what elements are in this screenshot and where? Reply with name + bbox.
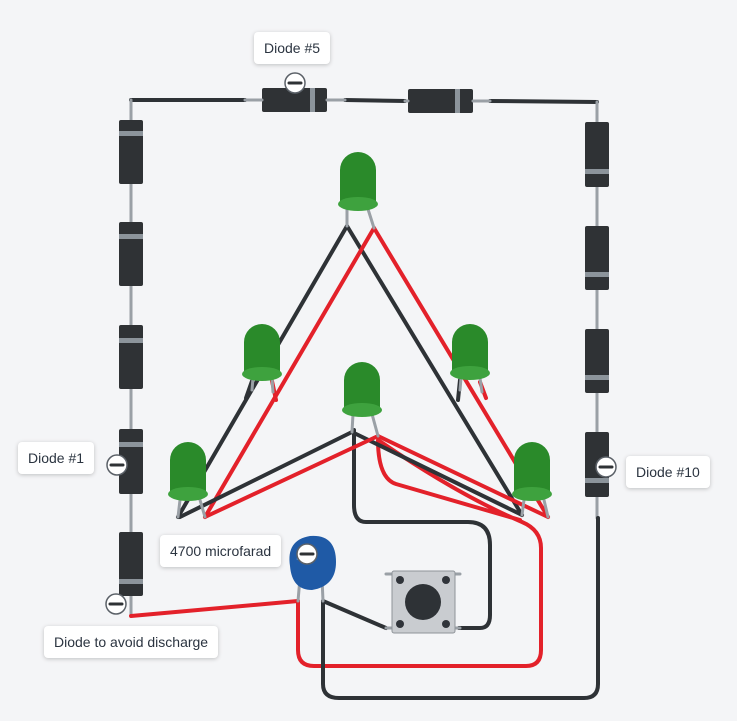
label-diode-5: Diode #5 [254, 32, 331, 64]
led-lower-right[interactable] [512, 442, 552, 519]
diode-1[interactable] [119, 429, 143, 494]
diode-4[interactable] [119, 120, 143, 184]
wire-button-loop[interactable] [352, 428, 492, 630]
led-lower-left[interactable] [168, 442, 208, 519]
led-center[interactable] [342, 362, 382, 438]
wire-red-loop[interactable] [296, 438, 543, 668]
wire-red-center-left[interactable] [203, 434, 380, 519]
minus-circle-icon[interactable] [284, 72, 306, 94]
wire-top-middle[interactable] [343, 98, 407, 103]
wire-black-top-right[interactable] [345, 224, 524, 517]
wire-red-to-capacitor[interactable] [129, 599, 300, 618]
label-diode-10: Diode #10 [626, 456, 710, 488]
diode-7[interactable] [585, 122, 609, 187]
diode-8[interactable] [585, 226, 609, 290]
diode-5[interactable] [243, 88, 347, 112]
minus-circle-icon[interactable] [595, 456, 617, 478]
minus-circle-icon[interactable] [106, 454, 128, 476]
led-upper-right[interactable] [450, 324, 490, 394]
diode-3[interactable] [119, 222, 143, 286]
wire-black-center-left[interactable] [178, 430, 354, 519]
diode-2[interactable] [119, 325, 143, 389]
label-discharge-diode: Diode to avoid discharge [44, 626, 219, 658]
diode-9[interactable] [585, 329, 609, 393]
wire-red-center-right[interactable] [376, 434, 550, 519]
led-top[interactable] [338, 152, 378, 230]
wire-top-right[interactable] [488, 99, 599, 104]
wire-black-return[interactable] [321, 516, 600, 700]
led-upper-left[interactable] [242, 324, 282, 394]
label-capacitor: 4700 microfarad [160, 535, 282, 567]
label-diode-1: Diode #1 [18, 442, 95, 474]
wire-red-top-left[interactable] [203, 226, 376, 519]
minus-circle-icon[interactable] [296, 543, 318, 565]
diode-6[interactable] [403, 89, 492, 113]
push-button[interactable] [384, 570, 462, 634]
minus-circle-icon[interactable] [105, 593, 127, 615]
wire-black-center-right[interactable] [350, 430, 524, 517]
wire-cap-to-button[interactable] [321, 599, 388, 630]
diode-discharge[interactable] [119, 532, 143, 596]
